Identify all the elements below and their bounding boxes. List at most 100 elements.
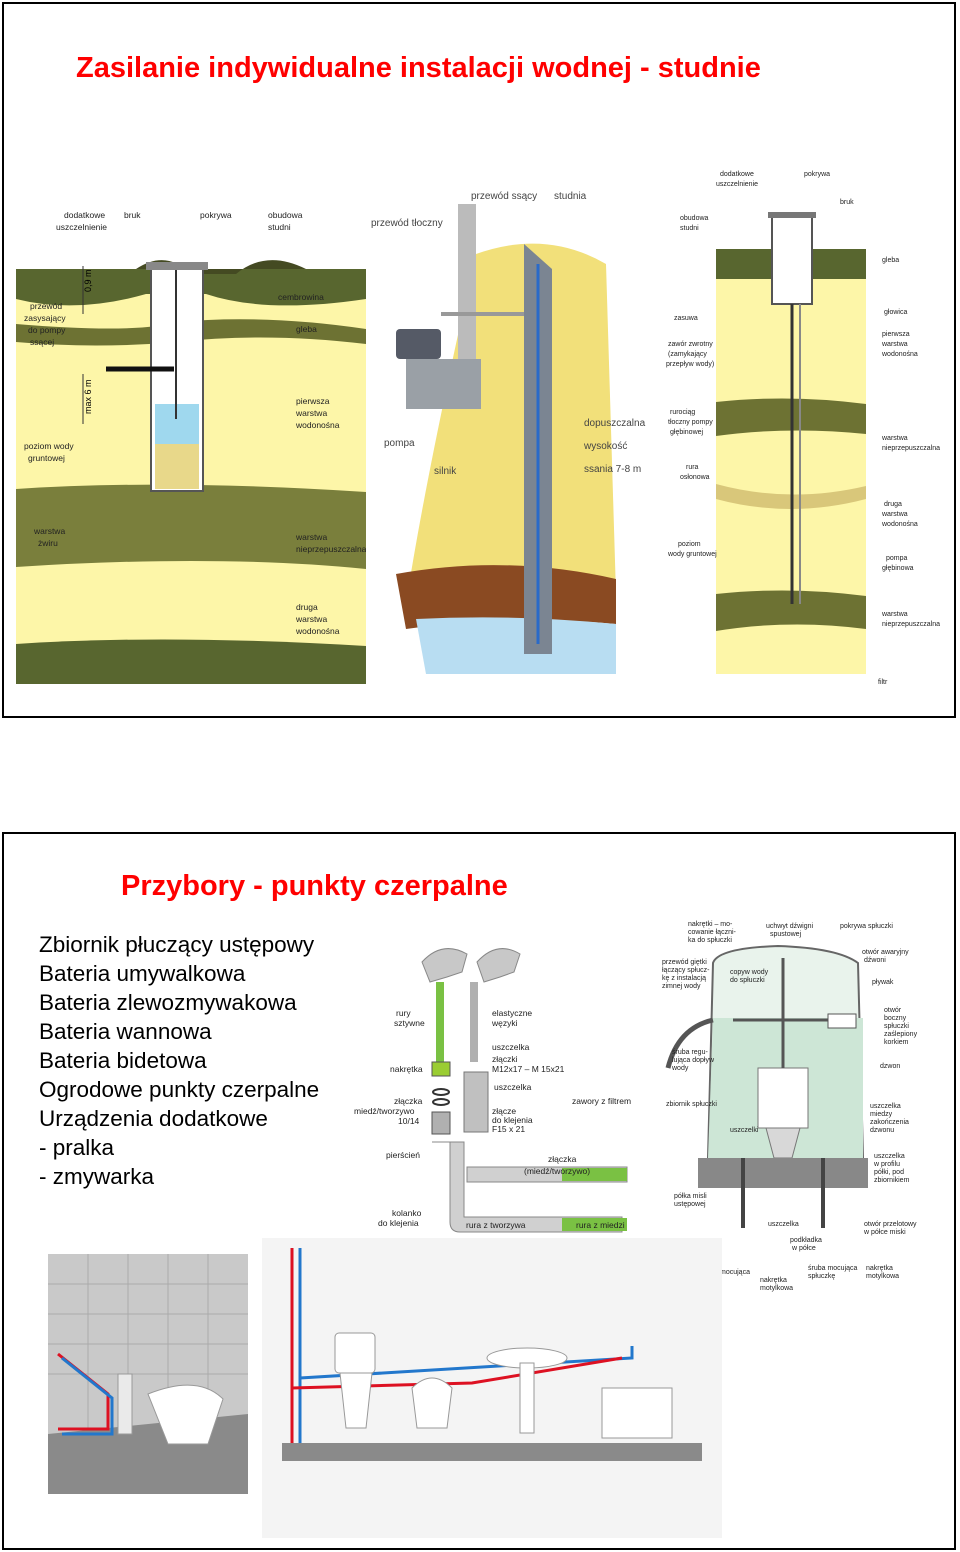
label-do-pompy: do pompy — [28, 325, 66, 335]
label-zlacze: złącze — [492, 1106, 516, 1116]
label-studnia: studnia — [554, 191, 587, 202]
bullet-item: Bateria zlewozmywakowa — [39, 990, 297, 1015]
label-wysokosc: wysokość — [583, 441, 627, 452]
label-wodonosna-2: wodonośna — [295, 626, 340, 636]
label-spluczki: spłuczki — [884, 1023, 909, 1030]
label-gleba: gleba — [882, 257, 899, 264]
slide-title: Zasilanie indywidualne instalacji wodnej… — [76, 52, 761, 84]
label-zasuwa: zasuwa — [674, 315, 698, 322]
label-przewod-ssacy: przewód ssący — [471, 191, 537, 202]
label-wezyki: węzyki — [491, 1018, 518, 1028]
label-ssania: ssania 7-8 m — [584, 464, 641, 475]
label-pokrywa: pokrywa — [200, 210, 232, 220]
label-do-spluczki: do spłuczki — [730, 977, 765, 984]
label-boczny: boczny — [884, 1015, 907, 1022]
label-spustowej: spustowej — [770, 931, 802, 938]
label-10-14: 10/14 — [398, 1116, 420, 1126]
label-filtr: filtr — [878, 679, 888, 686]
label-warstwa-3: warstwa — [295, 532, 327, 542]
label-rura: rura — [686, 464, 699, 471]
label-studni: studni — [268, 222, 291, 232]
bullet-item: Urządzenia dodatkowe — [39, 1106, 268, 1131]
figure-deep-well-pump: dodatkowe uszczelnienie pokrywa bruk obu… — [660, 164, 942, 689]
label-cowanie: cowanie łączni- — [688, 929, 737, 936]
bullet-item: Bateria bidetowa — [39, 1048, 207, 1073]
label-uszczelka-1: uszczelka — [870, 1103, 901, 1110]
label-zasysajacy: zasysający — [24, 313, 66, 323]
label-przewod-giętki: przewód giętki — [662, 959, 707, 966]
label-ke-z-instalacja: kę z instalacją — [662, 975, 706, 982]
label-druga: druga — [884, 501, 902, 508]
label-podkladka: podkładka — [790, 1237, 822, 1244]
label-pompa: pompa — [384, 438, 415, 449]
label-rurociag: rurociąg — [670, 409, 695, 416]
label-otwor-przelotowy: otwór przelotowy — [864, 1221, 917, 1228]
label-nakretka: nakrętka — [390, 1064, 423, 1074]
label-pierscien: pierścień — [386, 1150, 420, 1160]
figure-faucet-fittings: rury sztywne elastyczne węzyki nakrętka … — [354, 948, 631, 1233]
figure-dug-well: 0,9 m max 6 m dodatkowe uszczelnienie br… — [16, 174, 366, 684]
label-nieprzepuszczalna: nieprzepuszczalna — [296, 544, 366, 554]
label-uszczelka-2: uszczelka — [494, 1082, 532, 1092]
label-pierwsza: pierwsza — [882, 331, 910, 338]
bullet-item: Ogrodowe punkty czerpalne — [39, 1077, 320, 1102]
label-rury: rury — [396, 1008, 411, 1018]
label-otwor: otwór — [884, 1007, 902, 1014]
label-nieprzepuszczalna-1: nieprzepuszczalna — [882, 445, 940, 452]
label-wody: wody — [671, 1065, 689, 1072]
label-uszczelka-1: uszczelka — [492, 1042, 530, 1052]
label-sruba-mocujaca: śruba mocująca — [808, 1265, 858, 1272]
label-rura-z-miedzi: rura z miedzi — [576, 1220, 625, 1230]
label-spluczke: spłuczkę — [808, 1273, 835, 1280]
label-miedz-tworzywo: miedź/tworzywo — [354, 1106, 415, 1116]
bullet-item: Bateria umywalkowa — [39, 961, 246, 986]
label-zbiornik-spluczki: zbiornik spłuczki — [666, 1101, 717, 1108]
label-uszczelka-2: uszczelka — [874, 1153, 905, 1160]
figure-toilet-cistern: nakrętki – mo- cowanie łączni- ka do spł… — [662, 921, 918, 1292]
label-warstwa-2: warstwa — [881, 435, 908, 442]
label-uszczelka-3: uszczelka — [768, 1221, 799, 1228]
bullet-item: - zmywarka — [39, 1164, 155, 1189]
label-plywak: pływak — [872, 979, 894, 986]
label-pierwsza: pierwsza — [296, 396, 330, 406]
label-poziom-wody: poziom wody — [24, 441, 74, 451]
label-zawory-z-filtrem: zawory z filtrem — [572, 1096, 631, 1106]
label-warstwa-4: warstwa — [295, 614, 327, 624]
label-do-klejenia-2: do klejenia — [378, 1218, 419, 1228]
label-zbiornikiem: zbiornikiem — [874, 1177, 910, 1184]
label-dzwonu: dzwonu — [870, 1127, 894, 1134]
label-dzwon: dzwon — [880, 1063, 900, 1070]
label-f15x21: F15 x 21 — [492, 1124, 525, 1134]
label-wodonosna-1: wodonośna — [295, 420, 340, 430]
slide-title: Przybory - punkty czerpalne — [121, 870, 508, 902]
bullet-item: Zbiornik płuczący ustępowy — [39, 932, 315, 957]
label-obudowa: obudowa — [268, 210, 303, 220]
label-dodatkowe: dodatkowe — [64, 210, 105, 220]
bullet-item: - pralka — [39, 1135, 115, 1160]
label-nakretka-1: nakrętka — [866, 1265, 893, 1272]
label-warstwa-1: warstwa — [881, 341, 908, 348]
slide-wells: Zasilanie indywidualne instalacji wodnej… — [2, 2, 956, 718]
label-tloczny-pompy: tłoczny pompy — [668, 419, 713, 426]
label-gruntowej: gruntowej — [28, 453, 65, 463]
label-zawor-zwrotny: zawór zwrotny — [668, 341, 713, 348]
label-warstwa-3: warstwa — [881, 511, 908, 518]
label-laczacy: łączący spłucz- — [662, 967, 710, 974]
label-pokrywa-spluczki: pokrywa spłuczki — [840, 923, 893, 930]
label-ustepowej: ustępowej — [674, 1201, 706, 1208]
label-wodonosna-2: wodonośna — [881, 521, 918, 528]
label-zlaczka: złączka — [394, 1096, 423, 1106]
label-glowica: głowica — [884, 309, 907, 316]
label-glebinowa: głębinowa — [882, 565, 914, 572]
label-zakonczenia: zakończenia — [870, 1119, 909, 1126]
label-przewod-tloczny: przewód tłoczny — [371, 218, 443, 229]
label-warstwa-2: warstwa — [33, 526, 65, 536]
label-mocujaca: mocująca — [720, 1269, 750, 1276]
label-bruk: bruk — [124, 210, 141, 220]
label-glebinowej: głębinowej — [670, 429, 704, 436]
label-uchwyt-dzwigni: uchwyt dźwigni — [766, 923, 814, 930]
label-zlaczki-size: M12x17 – M 15x21 — [492, 1064, 565, 1074]
label-przewod: przewód — [30, 301, 62, 311]
figure-suction-pump: przewód ssący studnia przewód tłoczny po… — [366, 174, 656, 674]
dim-top-label: 0,9 m — [83, 269, 93, 292]
